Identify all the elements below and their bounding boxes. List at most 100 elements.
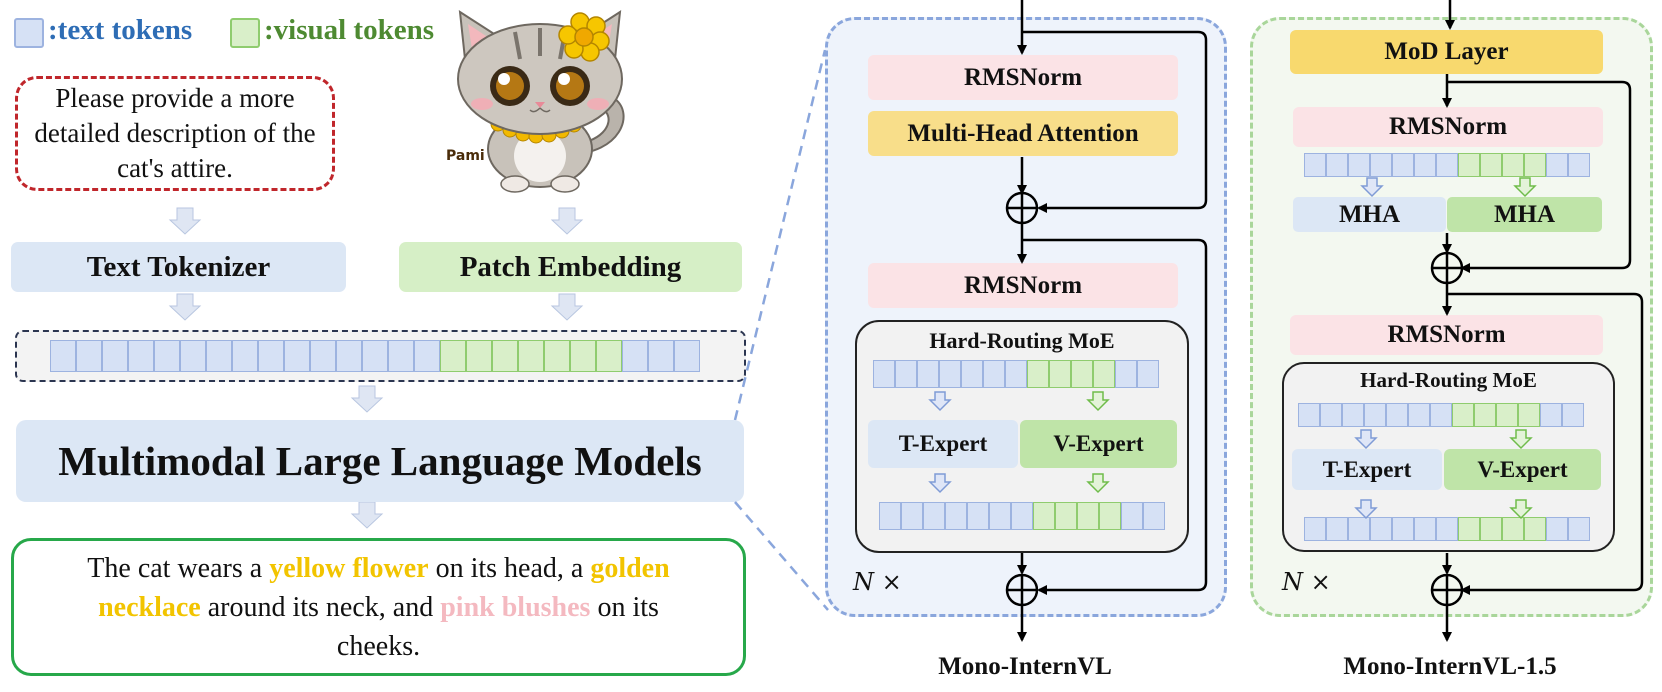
mono-internvl-caption: Mono-InternVL <box>938 653 1112 680</box>
text-token <box>873 360 895 388</box>
text-token <box>917 360 939 388</box>
text-token <box>1370 517 1392 541</box>
visual-token <box>1502 153 1524 177</box>
visual-token <box>1524 153 1546 177</box>
text-token <box>1137 360 1159 388</box>
visual-token <box>1474 403 1496 427</box>
visual-token <box>544 340 570 372</box>
mono15-moe-output-tokens <box>1304 517 1590 541</box>
mono-repeat-label: N × <box>853 568 902 596</box>
text-tokenizer-box: Text Tokenizer <box>11 242 346 292</box>
mono15-rmsnorm-2: RMSNorm <box>1290 315 1603 355</box>
visual-token <box>440 340 466 372</box>
text-token <box>76 340 102 372</box>
text-token <box>1568 153 1590 177</box>
text-token <box>336 340 362 372</box>
text-token <box>1326 153 1348 177</box>
text-token <box>258 340 284 372</box>
text-token <box>206 340 232 372</box>
output-box: The cat wears a yellow flower on its hea… <box>11 538 746 676</box>
mono-multi-head-attention: Multi-Head Attention <box>868 111 1178 156</box>
text-token <box>1005 360 1027 388</box>
text-token <box>1386 403 1408 427</box>
text-token-legend-label: :text tokens <box>48 14 193 46</box>
text-token <box>50 340 76 372</box>
mono15-moe-title: Hard-Routing MoE <box>1360 367 1537 392</box>
mono-internvl-1-5-caption: Mono-InternVL-1.5 <box>1343 653 1557 680</box>
highlight-golden-necklace: golden necklace <box>98 552 670 623</box>
visual-token <box>1518 403 1540 427</box>
mono15-mod-layer: MoD Layer <box>1290 30 1603 74</box>
visual-token <box>492 340 518 372</box>
text-token <box>895 360 917 388</box>
text-token <box>1430 403 1452 427</box>
text-token <box>1436 517 1458 541</box>
text-token <box>989 502 1011 530</box>
mono15-moe-input-tokens <box>1298 403 1584 427</box>
visual-token <box>570 340 596 372</box>
visual-token-legend-label: :visual tokens <box>264 14 435 46</box>
output-plain-1: The cat wears a <box>87 552 270 584</box>
mllm-box: Multimodal Large Language Models <box>16 420 744 502</box>
visual-token <box>466 340 492 372</box>
text-token <box>310 340 336 372</box>
image-caption-text: Pami <box>446 148 485 164</box>
visual-token-legend-swatch <box>230 18 260 48</box>
visual-token <box>1524 517 1546 541</box>
text-token <box>180 340 206 372</box>
text-token <box>1320 403 1342 427</box>
text-token <box>1546 517 1568 541</box>
text-token <box>414 340 440 372</box>
visual-token <box>1496 403 1518 427</box>
text-token <box>362 340 388 372</box>
text-token <box>128 340 154 372</box>
text-token <box>1143 502 1165 530</box>
text-token <box>923 502 945 530</box>
visual-token <box>1055 502 1077 530</box>
mono-moe-input-tokens <box>873 360 1159 388</box>
prompt-box: Please provide a more detailed descripti… <box>15 76 335 191</box>
text-token-legend-swatch <box>14 18 44 48</box>
text-token <box>1408 403 1430 427</box>
mono-moe-title: Hard-Routing MoE <box>929 328 1115 353</box>
output-plain-4: on its cheeks. <box>336 591 659 662</box>
highlight-yellow-flower: yellow flower <box>269 552 429 584</box>
text-token <box>1011 502 1033 530</box>
mono15-repeat-label: N × <box>1282 568 1331 596</box>
text-token <box>983 360 1005 388</box>
text-token <box>1562 403 1584 427</box>
text-token <box>961 360 983 388</box>
visual-token <box>1458 153 1480 177</box>
text-token <box>1348 517 1370 541</box>
text-token <box>1364 403 1386 427</box>
text-token <box>879 502 901 530</box>
text-token <box>674 340 700 372</box>
visual-token <box>1049 360 1071 388</box>
mono15-mha-input-tokens <box>1304 153 1590 177</box>
text-token <box>1326 517 1348 541</box>
prompt-text: Please provide a more detailed descripti… <box>34 83 316 183</box>
text-token <box>1348 153 1370 177</box>
visual-token <box>596 340 622 372</box>
visual-token <box>1071 360 1093 388</box>
text-token <box>1568 517 1590 541</box>
text-token <box>1121 502 1143 530</box>
visual-token <box>1033 502 1055 530</box>
text-token <box>1392 517 1414 541</box>
visual-token <box>1480 517 1502 541</box>
text-token <box>939 360 961 388</box>
text-token <box>901 502 923 530</box>
mono-rmsnorm-2: RMSNorm <box>868 263 1178 308</box>
mono-rmsnorm-1: RMSNorm <box>868 55 1178 100</box>
output-plain-2: on its head, a <box>428 552 591 584</box>
text-token <box>1115 360 1137 388</box>
mono-moe-output-tokens <box>879 502 1165 530</box>
visual-token <box>1027 360 1049 388</box>
mono-v-expert: V-Expert <box>1020 420 1177 468</box>
mono15-mha-visual: MHA <box>1447 197 1602 232</box>
text-token <box>622 340 648 372</box>
mono15-t-expert: T-Expert <box>1292 449 1442 490</box>
text-token <box>648 340 674 372</box>
visual-token <box>1077 502 1099 530</box>
mono15-v-expert: V-Expert <box>1444 449 1601 490</box>
